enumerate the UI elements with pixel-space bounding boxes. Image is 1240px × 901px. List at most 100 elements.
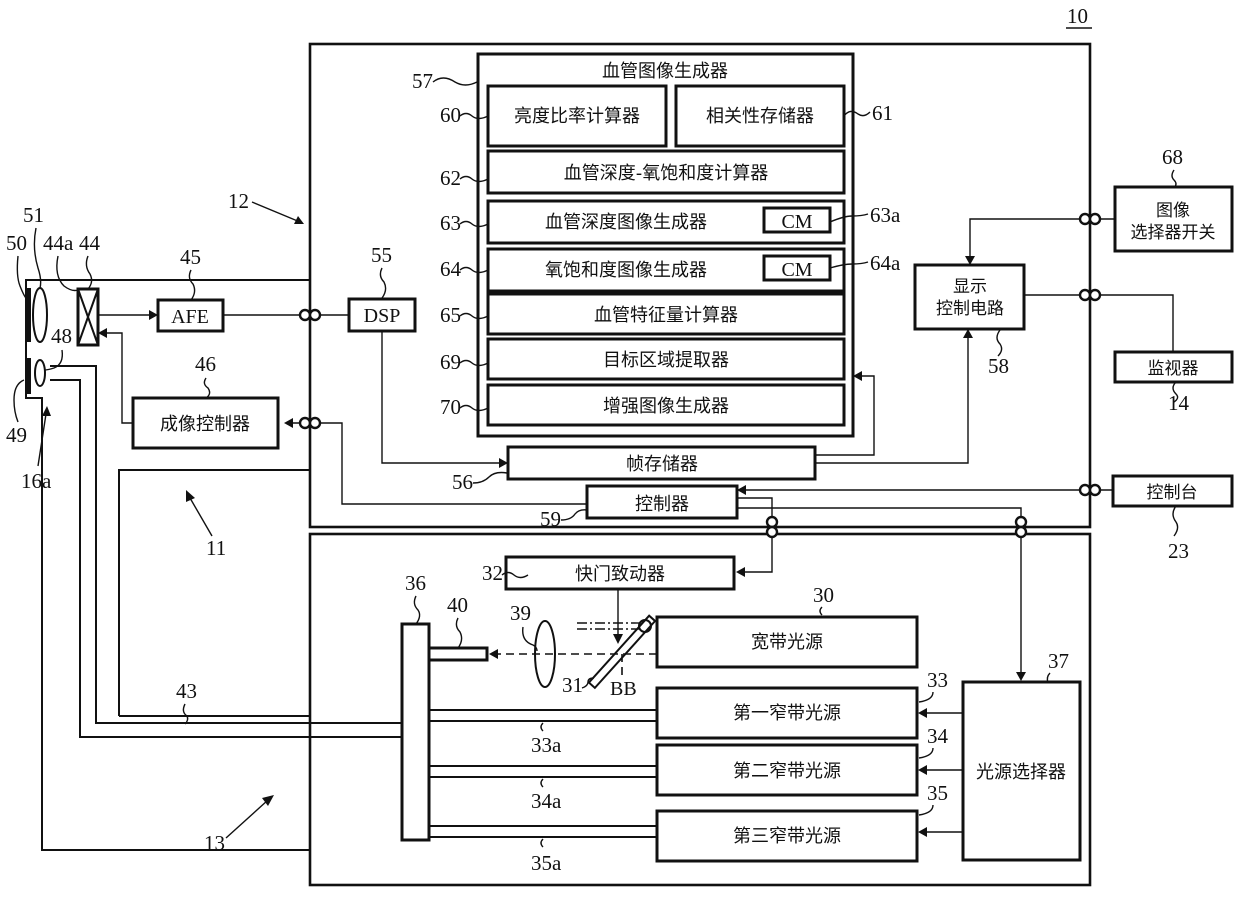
connector: [1016, 517, 1026, 537]
arrowhead: [489, 649, 498, 659]
leader-35a: [541, 839, 543, 847]
block-62-label: 血管深度-氧饱和度计算器: [564, 163, 769, 184]
leader-50: [17, 256, 26, 298]
ref-36: 36: [405, 571, 426, 595]
connector: [300, 418, 320, 428]
arrowhead: [918, 827, 927, 837]
leader-40: [456, 618, 461, 648]
leader-55: [380, 268, 385, 298]
connector: [1080, 214, 1100, 224]
image-selector-line2: 选择器开关: [1131, 223, 1216, 243]
arrowhead: [42, 406, 51, 416]
narrow2-label: 第二窄带光源: [733, 761, 841, 782]
leader-35: [919, 805, 933, 815]
block-69-label: 目标区域提取器: [603, 350, 729, 371]
illumination-window: [26, 358, 31, 394]
connector: [300, 310, 320, 320]
ref-56: 56: [452, 470, 473, 494]
ref-57: 57: [412, 69, 433, 93]
objective-lens: [33, 288, 47, 342]
beam-label: BB: [610, 678, 637, 700]
ref-45: 45: [180, 245, 201, 269]
ref-59: 59: [540, 507, 561, 531]
leader-44a: [57, 256, 78, 291]
afe-label: AFE: [171, 306, 209, 328]
vessel-image-generator-title: 血管图像生成器: [602, 61, 728, 82]
arrowhead: [284, 418, 293, 428]
ref-34a: 34a: [531, 789, 562, 813]
ref-69: 69: [440, 350, 461, 374]
ref-65: 65: [440, 303, 461, 327]
arrowhead: [736, 567, 745, 577]
light-combiner: [402, 624, 429, 840]
leader-34: [919, 748, 933, 758]
imaging-controller-label: 成像控制器: [160, 414, 250, 435]
ref-14: 14: [1168, 391, 1190, 415]
leader-33a: [541, 723, 543, 731]
display-control-circuit: [915, 265, 1024, 329]
leader-44: [86, 256, 91, 289]
ref-48: 48: [51, 324, 72, 348]
image-selector-line1: 图像: [1156, 201, 1190, 221]
block-63-label: 血管深度图像生成器: [545, 212, 707, 233]
ref-40: 40: [447, 593, 468, 617]
ref-64a: 64a: [870, 251, 901, 275]
ref-12-arrow: [252, 202, 300, 222]
block-70-label: 增强图像生成器: [603, 396, 729, 417]
observation-window: [26, 288, 31, 342]
ref-31: 31: [562, 673, 583, 697]
leader-57: [433, 78, 477, 85]
wire-selector-to-display: [970, 219, 1115, 261]
leader-45: [189, 270, 194, 300]
ref-endoscope-tip: 16a: [21, 469, 52, 493]
controller-label: 控制器: [635, 494, 689, 515]
rod-integrator: [429, 648, 487, 660]
ref-55: 55: [371, 243, 392, 267]
fiber-34a: [429, 766, 657, 777]
leader-30: [820, 607, 822, 615]
ref-light-source: 13: [204, 831, 225, 855]
display-control-line2: 控制电路: [936, 299, 1004, 319]
ref-35: 35: [927, 781, 948, 805]
illumination-lens: [35, 360, 45, 386]
cm-64a-label: CM: [781, 259, 812, 281]
leader-43: [183, 704, 187, 724]
narrow1-label: 第一窄带光源: [733, 703, 841, 724]
block-61-label: 相关性存储器: [706, 106, 814, 127]
block-60-label: 亮度比率计算器: [514, 106, 640, 127]
fiber-33a: [429, 710, 657, 721]
fiber-35a: [429, 826, 657, 837]
ref-64: 64: [440, 257, 462, 281]
selector-label: 光源选择器: [976, 762, 1066, 783]
leader-68: [1172, 170, 1176, 188]
connector: [1080, 290, 1100, 300]
block-65-label: 血管特征量计算器: [594, 305, 738, 326]
ref-46: 46: [195, 352, 216, 376]
ref-processor: 12: [228, 189, 249, 213]
leader-46: [204, 378, 209, 398]
dsp-label: DSP: [364, 305, 401, 327]
wire-display-to-monitor: [1024, 295, 1173, 352]
ref-61: 61: [872, 101, 893, 125]
connector: [1080, 485, 1100, 495]
endoscope-inner-outline: [119, 470, 310, 716]
console-label: 控制台: [1147, 483, 1198, 503]
ref-13-arrow: [226, 800, 268, 838]
ref-33a: 33a: [531, 733, 562, 757]
shutter-actuator-label: 快门致动器: [575, 564, 665, 585]
ref-43: 43: [176, 679, 197, 703]
ref-62: 62: [440, 166, 461, 190]
ref-11-arrow: [190, 498, 212, 536]
ref-44a: 44a: [43, 231, 74, 255]
arrowhead: [613, 634, 623, 644]
frame-memory-label: 帧存储器: [626, 454, 698, 475]
ref-50: 50: [6, 231, 27, 255]
ref-33: 33: [927, 668, 948, 692]
ref-60: 60: [440, 103, 461, 127]
wire-imaging-to-sensor: [106, 333, 133, 423]
leader-23: [1173, 506, 1178, 536]
ref-63: 63: [440, 211, 461, 235]
ref-37: 37: [1048, 649, 1069, 673]
leader-36: [414, 596, 419, 624]
